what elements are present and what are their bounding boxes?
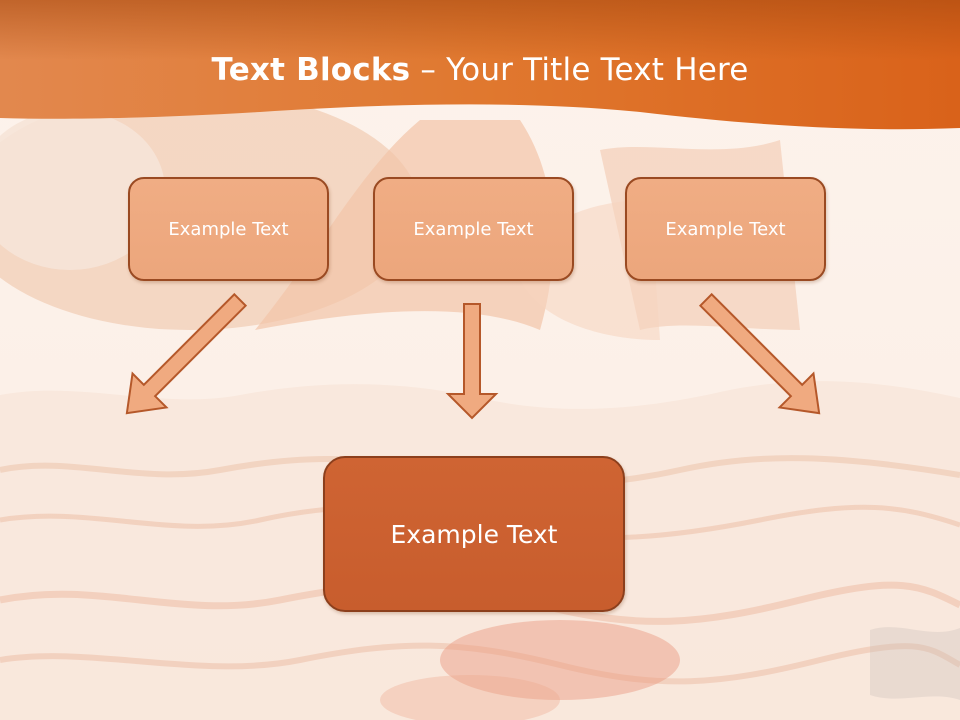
title-subtitle-part: – Your Title Text Here [410, 52, 749, 88]
arrow-down-left-icon [698, 292, 821, 415]
title-bold-part: Text Blocks [211, 52, 411, 88]
slide-title: Text Blocks – Your Title Text Here [0, 52, 960, 102]
main-text-block-label: Example Text [390, 519, 558, 549]
text-block-2-label: Example Text [413, 218, 534, 240]
text-block-3-label: Example Text [665, 218, 786, 240]
main-text-block[interactable]: Example Text [323, 456, 625, 612]
text-block-1-label: Example Text [168, 218, 289, 240]
arrow-down-icon [445, 303, 499, 420]
text-block-3[interactable]: Example Text [625, 177, 826, 281]
text-block-2[interactable]: Example Text [373, 177, 574, 281]
arrow-down-right-icon [125, 292, 248, 415]
text-block-1[interactable]: Example Text [128, 177, 329, 281]
